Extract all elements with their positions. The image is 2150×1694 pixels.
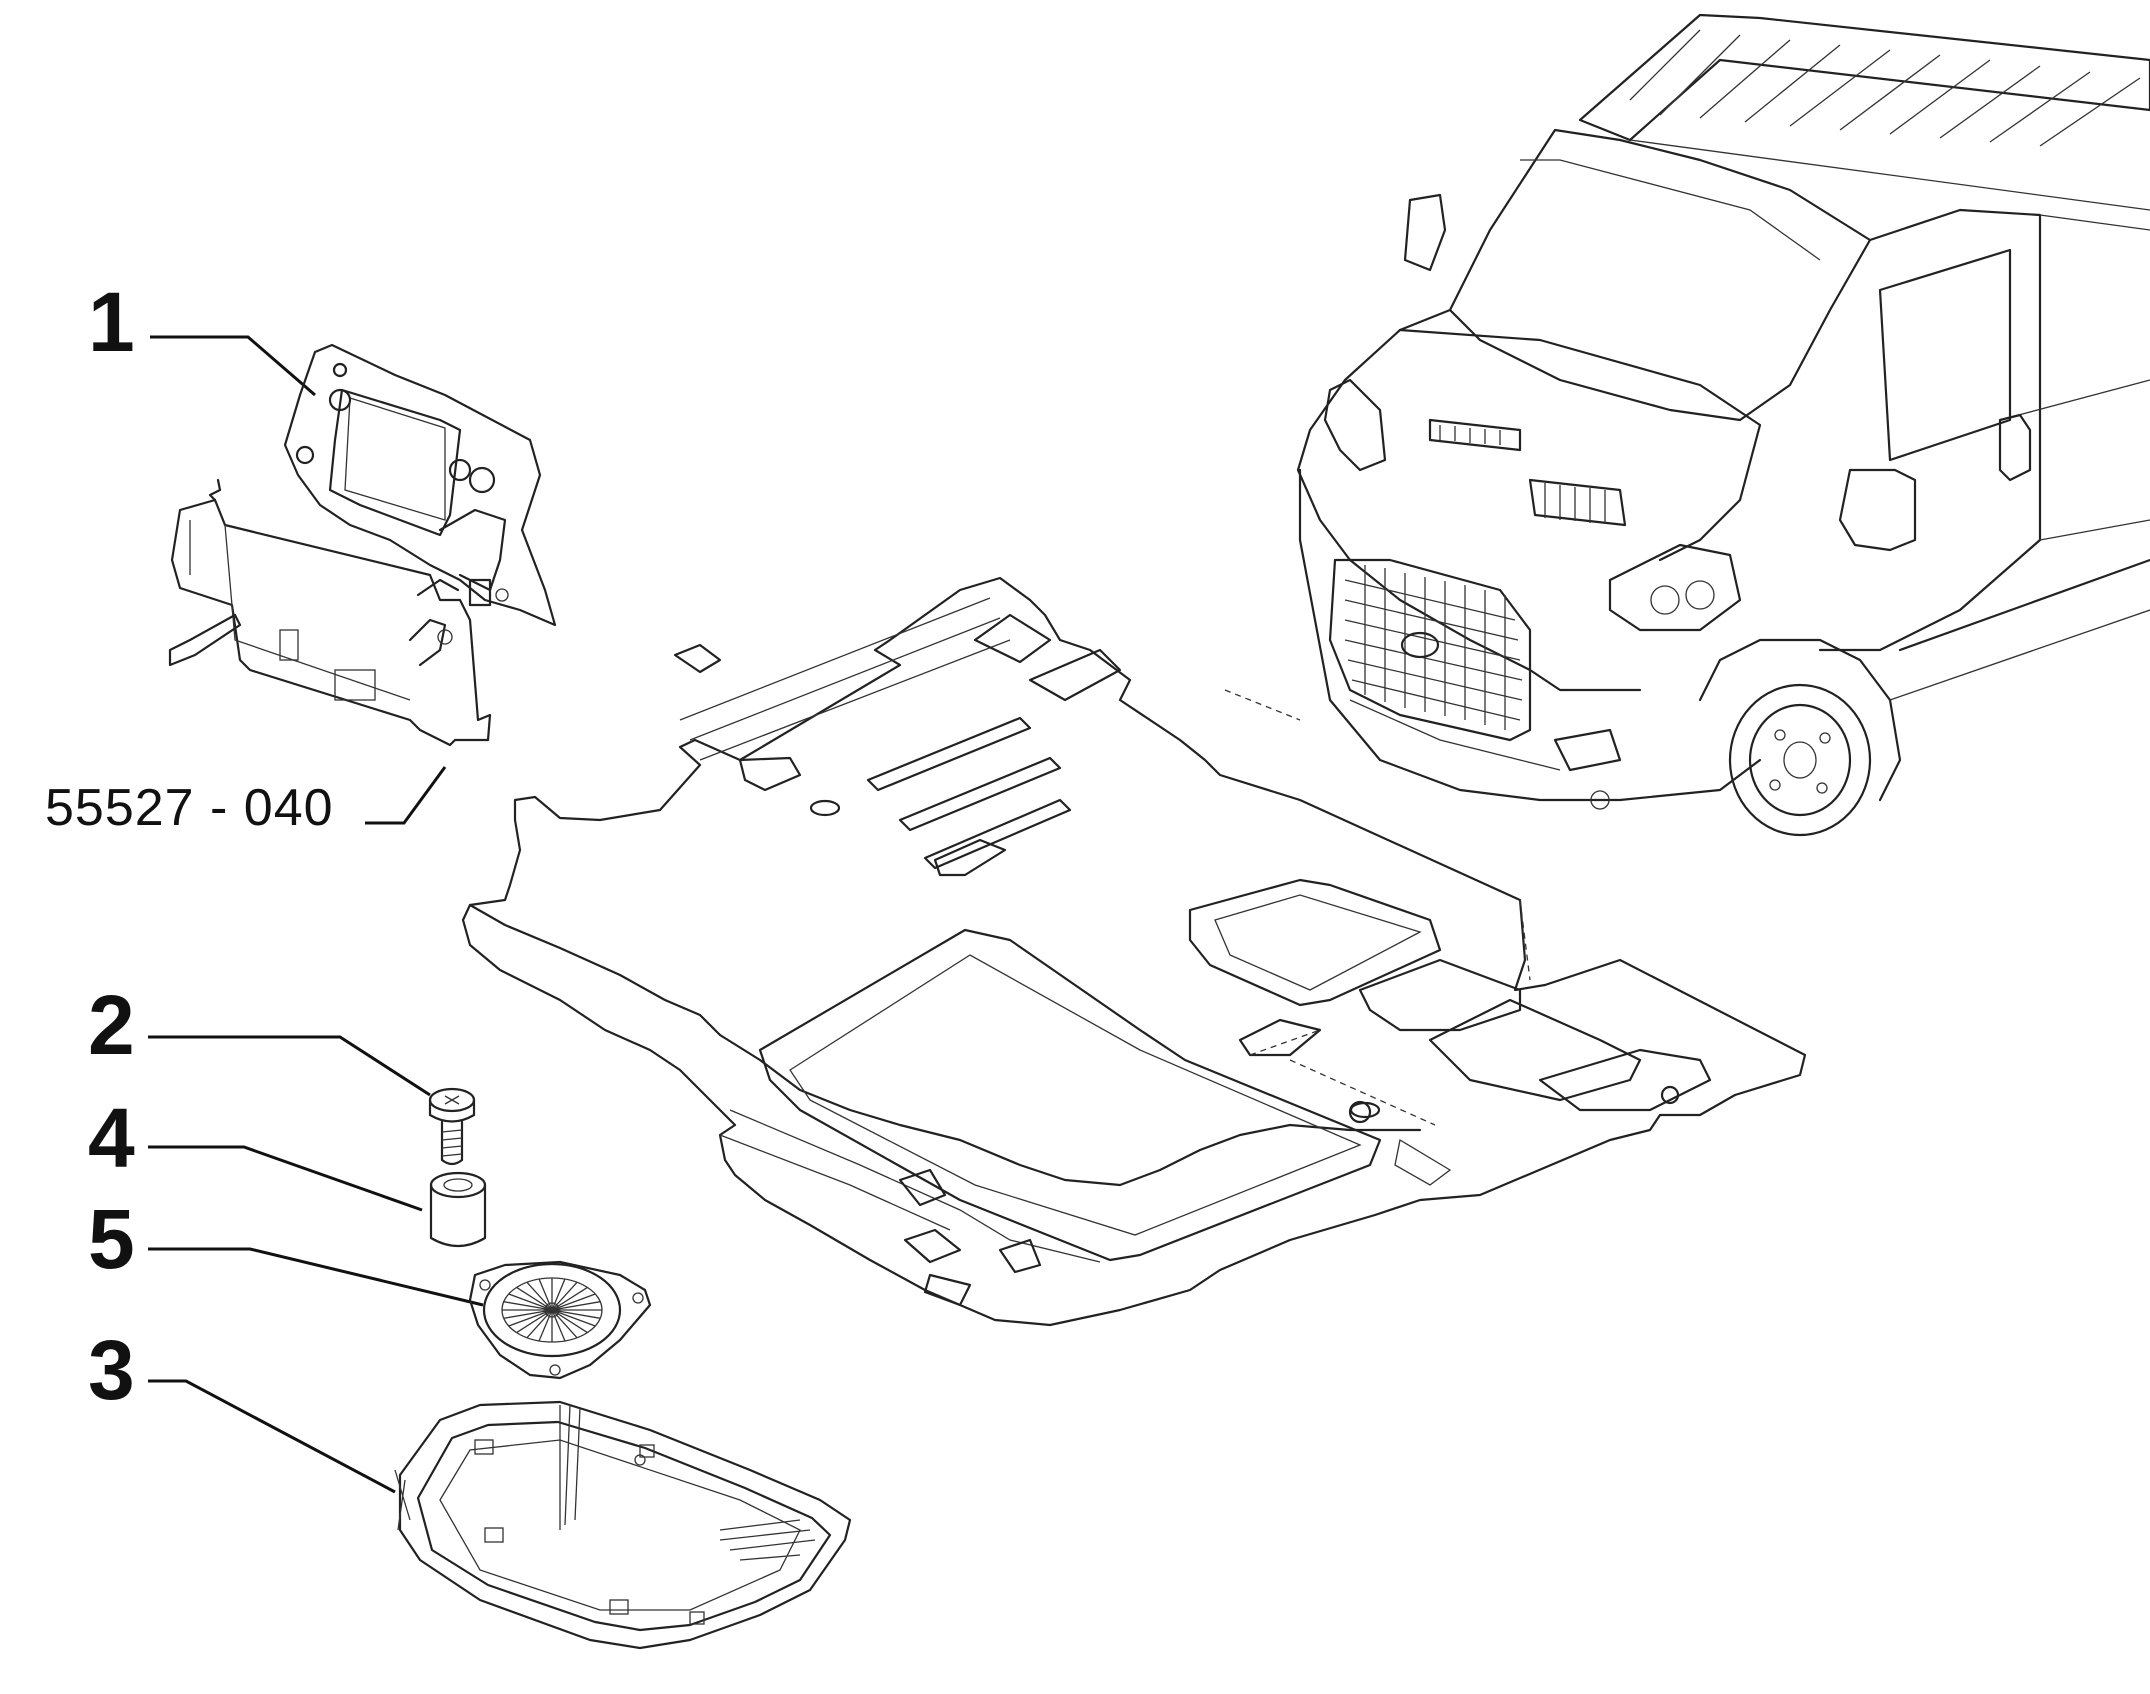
speaker-spoke	[508, 1293, 553, 1311]
speaker-spoke	[526, 1309, 553, 1339]
callout-2: 2	[88, 978, 135, 1072]
leader-lines	[148, 335, 484, 1494]
callout-ref-code: 55527 - 040	[45, 779, 334, 837]
leader-5	[148, 1247, 484, 1307]
speaker-spoke	[551, 1309, 566, 1342]
speaker-spoke	[551, 1309, 588, 1334]
floor-panel	[461, 576, 1807, 1327]
part-1-panel	[283, 343, 557, 627]
part-3-frame	[394, 1400, 852, 1650]
speaker-spoke	[538, 1278, 553, 1311]
callout-1: 1	[88, 275, 135, 369]
speaker-spoke	[551, 1281, 578, 1311]
speaker-spoke	[503, 1309, 553, 1319]
speaker-spoke	[551, 1278, 566, 1311]
speaker-spoke	[551, 1309, 578, 1339]
leader-1	[150, 335, 316, 397]
speaker-spoke	[551, 1286, 588, 1311]
speaker-spoke	[526, 1281, 553, 1311]
speaker-spoke	[516, 1309, 553, 1334]
part-5-speaker	[468, 1260, 652, 1380]
van-illustration	[1296, 13, 2150, 837]
speaker-spoke	[516, 1286, 553, 1311]
speaker-spoke	[551, 1309, 601, 1319]
callout-3: 3	[88, 1323, 135, 1417]
callout-5: 5	[88, 1192, 135, 1286]
leader-ref	[365, 766, 447, 825]
leader-2	[148, 1035, 431, 1097]
speaker-spoke	[551, 1301, 601, 1311]
speaker-spoke	[503, 1301, 553, 1311]
speaker-spoke	[508, 1309, 553, 1327]
callout-4: 4	[88, 1091, 135, 1185]
leader-4	[148, 1145, 423, 1212]
speaker-spoke	[551, 1293, 596, 1311]
bracket-ref-part	[168, 478, 492, 747]
part-4-spacer	[429, 1171, 487, 1248]
part-2-screw	[428, 1087, 476, 1166]
speaker-spoke	[551, 1309, 596, 1327]
leader-3	[148, 1379, 396, 1494]
speaker-spoke	[538, 1309, 553, 1342]
